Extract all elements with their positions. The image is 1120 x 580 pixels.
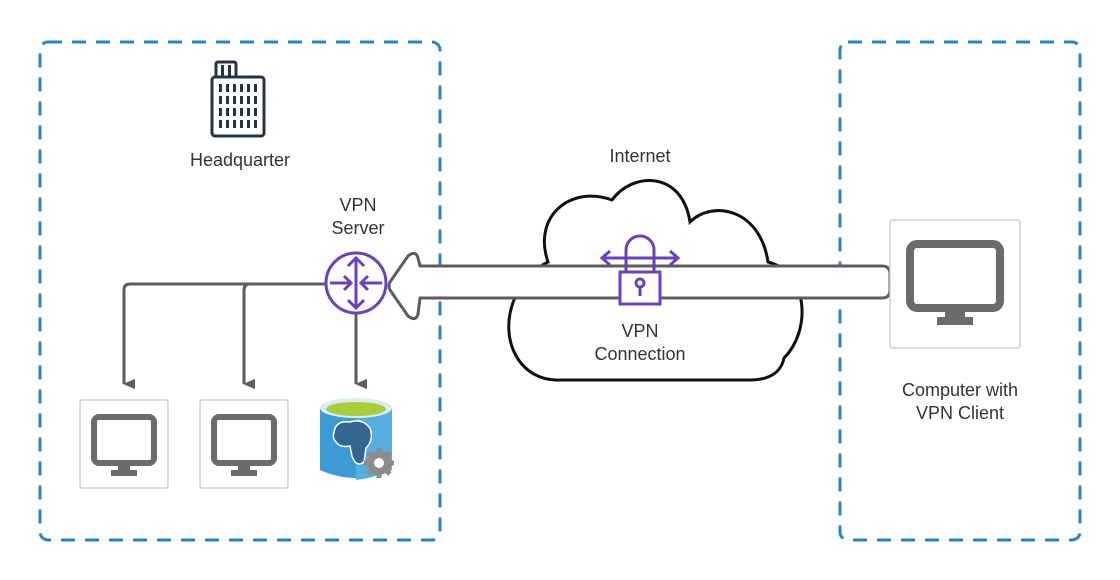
lock-icon	[599, 234, 681, 306]
gear-icon	[364, 448, 394, 478]
vpn-server-label: VPN Server	[331, 195, 385, 238]
headquarter-label: Headquarter	[189, 150, 291, 170]
hq-computer-1	[79, 399, 169, 489]
monitor-icon	[91, 414, 157, 476]
connector-lines	[122, 282, 367, 389]
office-building-icon	[210, 60, 266, 138]
edge-server-to-computer-2	[242, 282, 255, 389]
remote-computer	[889, 219, 1021, 349]
edge-server-to-computer-1	[122, 282, 326, 389]
postgresql-database-icon	[320, 398, 394, 480]
vpn-connection-label: VPN Connection	[594, 321, 686, 364]
monitor-icon	[906, 240, 1004, 325]
internet-label: Internet	[609, 146, 671, 166]
hq-computer-2	[199, 399, 289, 489]
router-icon	[324, 251, 388, 315]
monitor-icon	[211, 414, 277, 476]
remote-computer-label: Computer with VPN Client	[901, 380, 1019, 423]
